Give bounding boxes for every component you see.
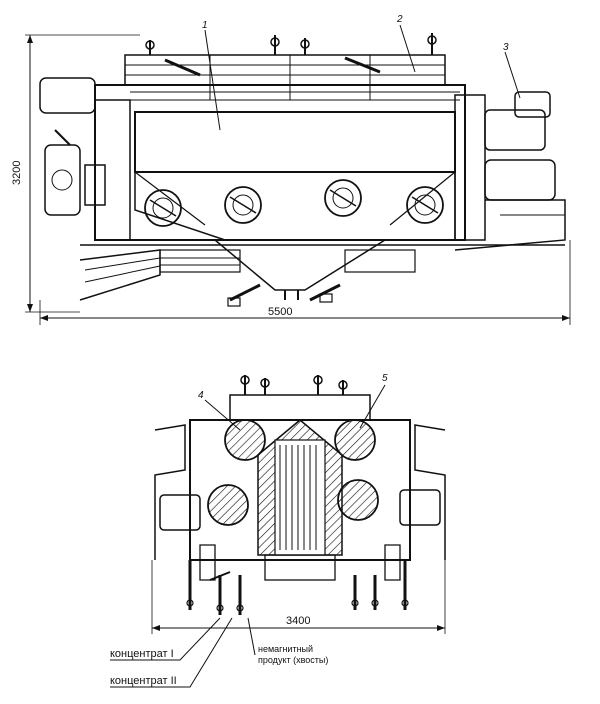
top-rail	[124, 54, 446, 86]
callout-1: 1	[202, 20, 208, 31]
width-dimension-label: 5500	[268, 306, 292, 318]
valve-handles	[145, 33, 437, 55]
magnetic-drums-section	[207, 419, 379, 526]
nonmagnetic-label-line2: продукт (хвосты)	[258, 655, 328, 665]
front-section-view	[154, 375, 446, 615]
discharge-pipes	[186, 560, 409, 615]
left-drive-box	[39, 77, 96, 114]
concentrate-2-label: концентрат II	[110, 675, 177, 687]
main-housing	[94, 84, 466, 241]
callout-5: 5	[382, 373, 388, 384]
concentrate-1-label: концентрат I	[110, 648, 174, 660]
magnetic-drums-side	[144, 179, 444, 227]
tank-panel	[134, 111, 456, 173]
dimension-lines-top	[25, 34, 571, 325]
left-motor	[44, 144, 81, 216]
right-motor-top	[484, 109, 546, 151]
callout-2: 2	[396, 14, 403, 25]
right-motor-bottom	[484, 159, 556, 201]
callout-4: 4	[198, 390, 204, 401]
dimension-lines-front	[151, 560, 446, 634]
nonmagnetic-label-line1: немагнитный	[258, 644, 313, 654]
output-leaders	[110, 617, 256, 688]
side-elevation-view	[39, 24, 566, 307]
height-dimension-label: 3200	[11, 161, 23, 185]
front-width-dimension-label: 3400	[286, 615, 310, 627]
callout-3: 3	[503, 42, 509, 53]
